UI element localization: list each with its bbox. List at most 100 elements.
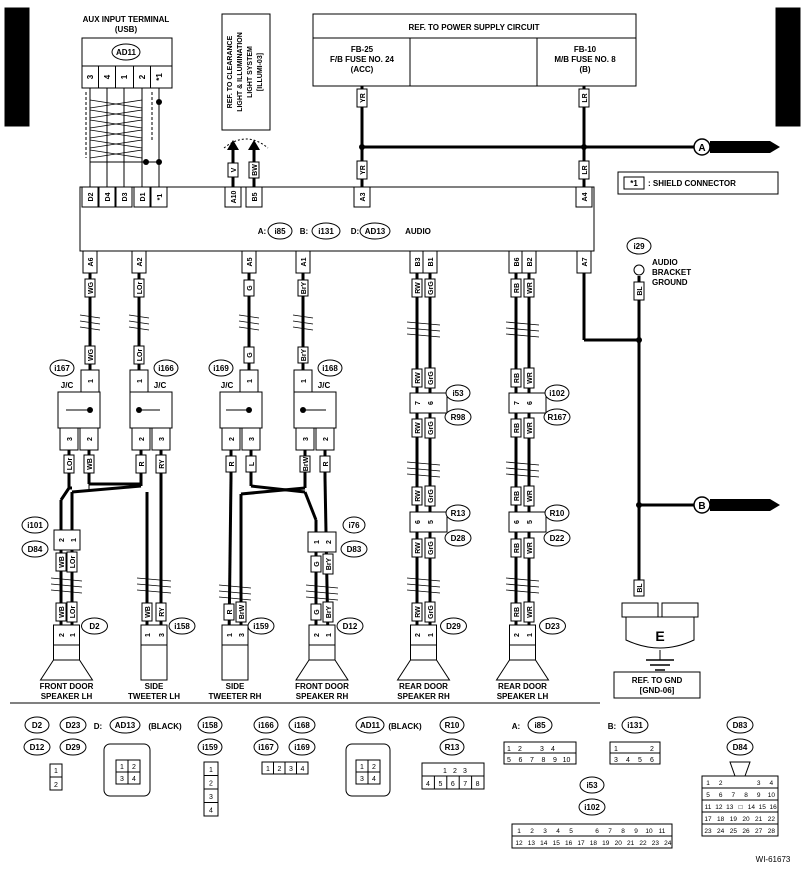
wire-color: BrY — [301, 281, 308, 294]
pin-number: 7 — [514, 401, 521, 405]
pin: 3 — [543, 828, 547, 835]
pin-number: 3 — [159, 633, 166, 637]
pin: 17 — [577, 840, 585, 847]
wire-color: R — [227, 609, 234, 614]
inline-conn-i53: i53 — [452, 389, 464, 398]
pin: 8 — [744, 792, 748, 799]
wire-color: GrG — [428, 371, 435, 385]
power-right: FB-10 — [574, 45, 597, 54]
twist — [136, 583, 172, 588]
speaker-conn-id-outline — [168, 617, 196, 635]
pin: 4 — [209, 808, 213, 815]
twist — [406, 467, 441, 472]
pin: 1 — [54, 768, 58, 775]
pin-number: 2 — [415, 633, 422, 637]
wire-color: RW — [415, 372, 422, 384]
jc-body — [219, 391, 263, 429]
pin: 2 — [518, 746, 522, 753]
pin-number: 1 — [145, 633, 152, 637]
jc-label: J/C — [221, 381, 234, 390]
pin: 3 — [614, 757, 618, 764]
pin-number: 1 — [314, 540, 321, 544]
wire-color: RB — [514, 373, 521, 383]
pin: 1 — [507, 746, 511, 753]
pin: 18 — [590, 840, 598, 847]
pin-number: 6 — [415, 520, 422, 524]
wire-color-box — [310, 603, 322, 621]
pin-number: 1 — [326, 633, 333, 637]
pin: 9 — [634, 828, 638, 835]
pin: 1 — [517, 828, 521, 835]
wire-color: WR — [527, 372, 534, 384]
pin: 3 — [120, 776, 124, 783]
jc-label: J/C — [154, 381, 167, 390]
legend-d2: D2 — [32, 721, 43, 730]
power-left: F/B FUSE NO. 24 — [330, 55, 395, 64]
pin: 11 — [659, 828, 666, 835]
twist — [292, 314, 314, 319]
bottom-pin: A2 — [137, 257, 144, 266]
jc-label: J/C — [318, 381, 331, 390]
pin: 19 — [730, 816, 738, 823]
aux-subtitle: (USB) — [115, 25, 138, 34]
audio-conn-b-outline — [311, 222, 341, 240]
twist — [505, 577, 540, 582]
wire-color: WB — [59, 556, 66, 568]
wire-color-box — [510, 602, 522, 622]
pin-number: 3 — [249, 437, 256, 441]
wire-color: RW — [415, 282, 422, 294]
pin: 1 — [266, 766, 270, 773]
aux-connector-id: AD11 — [116, 48, 137, 57]
side-tab-label: AUDIO(M)-01 — [11, 30, 25, 104]
speaker-conn-id: i158 — [174, 622, 190, 631]
pin-number: 1 — [71, 538, 78, 542]
arrow-up — [248, 140, 260, 150]
inline-conn-body — [508, 392, 547, 414]
twist — [89, 129, 143, 139]
ground-ref-box — [613, 671, 701, 699]
ground-text: BRACKET — [652, 268, 691, 277]
twist — [79, 314, 101, 319]
inline-conn-d83-outline — [340, 540, 368, 558]
inline-conn-i101: i101 — [27, 521, 43, 530]
ground-clip-left — [621, 602, 659, 618]
wire-color-box — [310, 555, 322, 573]
wire-color: WR — [527, 282, 534, 294]
legend-i53: i53 — [586, 781, 598, 790]
wire-color: GrG — [428, 489, 435, 503]
legend-i169-outline — [288, 738, 316, 756]
legend-d12-outline — [23, 738, 51, 756]
wire-color-box — [523, 485, 535, 507]
twist — [218, 590, 252, 595]
pin-number: 3 — [239, 633, 246, 637]
wire-color: GrG — [428, 541, 435, 555]
wire-color-box — [84, 345, 96, 365]
legend-r13-outline — [439, 738, 465, 756]
shield-note-mark-box — [623, 176, 645, 190]
clearance-ref-text: REF. TO CLEARANCE — [227, 35, 234, 108]
legend-b: B: — [608, 722, 616, 731]
arrow-up — [227, 140, 239, 150]
top-pin-box — [150, 186, 168, 208]
pin-number: 1 — [137, 379, 144, 383]
inline-conn-i102-outline — [544, 384, 570, 402]
wire-color: RW — [415, 490, 422, 502]
pin: 15 — [759, 804, 767, 811]
wire-color: WR — [527, 606, 534, 618]
jc-label: J/C — [61, 381, 74, 390]
inline-conn-i76-outline — [342, 516, 366, 534]
pin: 18 — [717, 816, 725, 823]
twist — [218, 584, 252, 589]
top-pin: D4 — [105, 192, 112, 201]
wire-color: RW — [415, 542, 422, 554]
speaker-name: FRONT DOOR — [295, 682, 349, 691]
pin: 3 — [757, 780, 761, 787]
legend-d12: D12 — [30, 743, 45, 752]
wire-v-box — [227, 162, 239, 178]
pin: 15 — [553, 840, 561, 847]
wire-bw-box — [248, 161, 260, 179]
wire-color-box — [55, 552, 67, 572]
wire-color: RW — [415, 606, 422, 618]
